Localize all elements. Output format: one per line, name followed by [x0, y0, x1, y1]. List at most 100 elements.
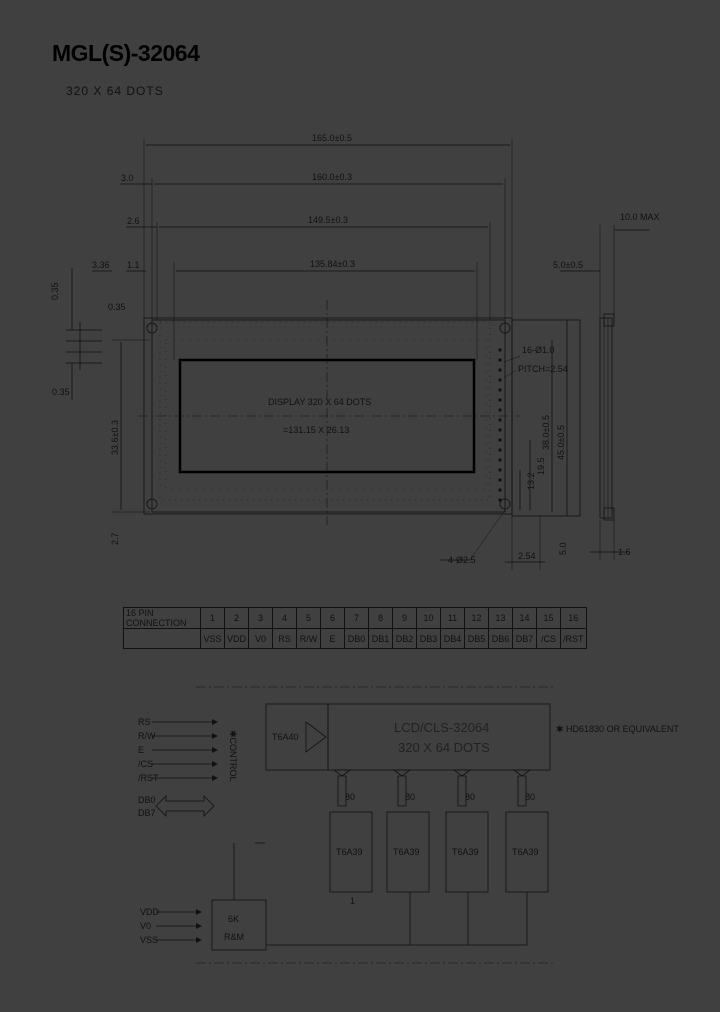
dim-small4: 0.35	[52, 387, 70, 397]
input-rst: /RST	[138, 773, 159, 783]
pin-number-row: 16 PIN CONNECTION 1 2 3 4 5 6 7 8 9 10 1…	[123, 607, 587, 629]
lcd-module: DISPLAY 320 X 64 DOTS =131.15 X 26.13	[138, 300, 520, 525]
dim-overall: 165.0±0.5	[312, 133, 352, 143]
driver-label-4: T6A39	[512, 847, 539, 857]
pin-number: 6	[320, 607, 346, 629]
power-vdd: VDD	[140, 907, 160, 917]
pin-number: 12	[464, 607, 490, 629]
dim-left1: 3.0	[121, 173, 134, 183]
block-diagram: RS R/W E /CS /RST DB0 DB7 ✱CONTROL T6A40…	[138, 686, 679, 964]
power-inputs: VDD V0 VSS 6K R&M	[140, 899, 267, 951]
pin-number: 9	[392, 607, 418, 629]
input-rw: R/W	[138, 731, 156, 741]
pin-signal: V0	[248, 628, 274, 649]
pin-signal: /RST	[560, 628, 587, 649]
connector-pins	[498, 348, 502, 502]
driver-box-2	[386, 811, 430, 893]
pin-number: 8	[368, 607, 394, 629]
dim-d50: 5.0	[558, 542, 568, 555]
pin-number: 13	[488, 607, 514, 629]
driver-box-3	[445, 811, 489, 893]
dim-height-left: 2.7	[110, 532, 120, 545]
top-dimensions: 165.0±0.5 160.0±0.3 3.0 149.5±0.3 2.6 13…	[92, 133, 513, 360]
pin-number: 2	[223, 607, 250, 629]
pin-number: 15	[536, 607, 562, 629]
dim-d254: 2.54	[518, 551, 536, 561]
driver-one: 1	[350, 896, 355, 906]
equivalent-note: ✱ HD61830 OR EQUIVALENT	[556, 724, 679, 734]
pin-signal-header	[123, 628, 201, 649]
pin-signal: R/W	[296, 628, 322, 649]
pin-signal: DB5	[464, 628, 490, 649]
control-label: ✱CONTROL	[228, 730, 238, 782]
input-arrows: RS R/W E /CS /RST	[138, 717, 218, 783]
dim-small1: 0.35	[50, 282, 60, 300]
driver-bits-4: 80	[525, 792, 535, 802]
page-subtitle: 320 X 64 DOTS	[66, 84, 164, 98]
dim-d132: 13.2	[526, 472, 536, 490]
dim-left3: 1.1	[127, 260, 140, 270]
driver-label-2: T6A39	[393, 847, 420, 857]
pin-number: 14	[512, 607, 538, 629]
pin-signal: VSS	[200, 628, 225, 649]
dim-height2: 38.0±0.5	[541, 415, 551, 450]
lcd-label-1: LCD/CLS-32064	[394, 720, 489, 735]
dim-pitch: PITCH=2.54	[518, 364, 568, 374]
pin-signal: DB1	[368, 628, 394, 649]
mount-hole-bl	[146, 498, 158, 510]
dim-height1: 33.6±0.3	[110, 420, 120, 455]
driver-label-3: T6A39	[452, 847, 479, 857]
pin-signal: E	[320, 628, 346, 649]
drivers: 80 80 80 80 T6A39 T6A39 T6A39 T6A39 1	[266, 769, 549, 946]
pin-signal: DB3	[416, 628, 442, 649]
display-line1: DISPLAY 320 X 64 DOTS	[268, 397, 371, 407]
resistor-label-2: R&M	[224, 932, 244, 942]
pin-signal: DB7	[512, 628, 538, 649]
pin-signal: VDD	[223, 628, 250, 649]
power-v0: V0	[140, 921, 151, 931]
driver-bits-3: 80	[465, 792, 475, 802]
dim-width3: 149.5±0.3	[308, 215, 348, 225]
pin-signal: DB2	[392, 628, 418, 649]
driver-bits-2: 80	[405, 792, 415, 802]
pin-number: 3	[248, 607, 274, 629]
driver-box-1	[329, 811, 373, 893]
side-profile: 10.0 MAX 5.0±0.5 38.0±0.5 45.0±0.5 16-Ø1…	[440, 212, 660, 570]
pin-number: 4	[272, 607, 298, 629]
dim-width2: 160.0±0.3	[312, 172, 352, 182]
input-cs: /CS	[138, 759, 153, 769]
page-title: MGL(S)-32064	[52, 40, 200, 66]
pin-signal: /CS	[536, 628, 562, 649]
pin-number: 16	[560, 607, 587, 629]
lcd-panel-box	[327, 703, 551, 771]
driver-bits-1: 80	[345, 792, 355, 802]
pin-number: 10	[416, 607, 442, 629]
dim-pins: 16-Ø1.0	[522, 345, 555, 355]
dim-hole: 4-Ø2.5	[448, 555, 476, 565]
mount-hole-tr	[499, 322, 511, 334]
pin-number: 7	[344, 607, 370, 629]
pin-number: 1	[200, 607, 225, 629]
dim-viewarea: 135.84±0.3	[310, 259, 355, 269]
lcd-label-2: 320 X 64 DOTS	[398, 740, 490, 755]
dim-left2: 2.6	[127, 216, 140, 226]
dim-depth2: 5.0±0.5	[553, 260, 583, 270]
pin-number: 5	[296, 607, 322, 629]
input-rs: RS	[138, 717, 151, 727]
pin-signal: DB4	[440, 628, 466, 649]
pin-table-header: 16 PIN CONNECTION	[123, 607, 201, 629]
left-dimensions: 0.35 0.35 33.6±0.3 2.7	[50, 268, 150, 545]
dim-d195: 19.5	[536, 457, 546, 475]
pin-signal: DB0	[344, 628, 370, 649]
controller-label: T6A40	[272, 732, 299, 742]
dim-d16: 1.6	[618, 547, 631, 557]
pin-number: 11	[440, 607, 466, 629]
pin-signal-row: VSS VDD V0 RS R/W E DB0 DB1 DB2 DB3 DB4 …	[123, 628, 587, 649]
pin-signal: RS	[272, 628, 298, 649]
dim-height3: 45.0±0.5	[556, 425, 566, 460]
mount-hole-br	[499, 498, 511, 510]
bus-db7: DB7	[138, 808, 156, 818]
power-vss: VSS	[140, 935, 158, 945]
mount-hole-tl	[146, 322, 158, 334]
